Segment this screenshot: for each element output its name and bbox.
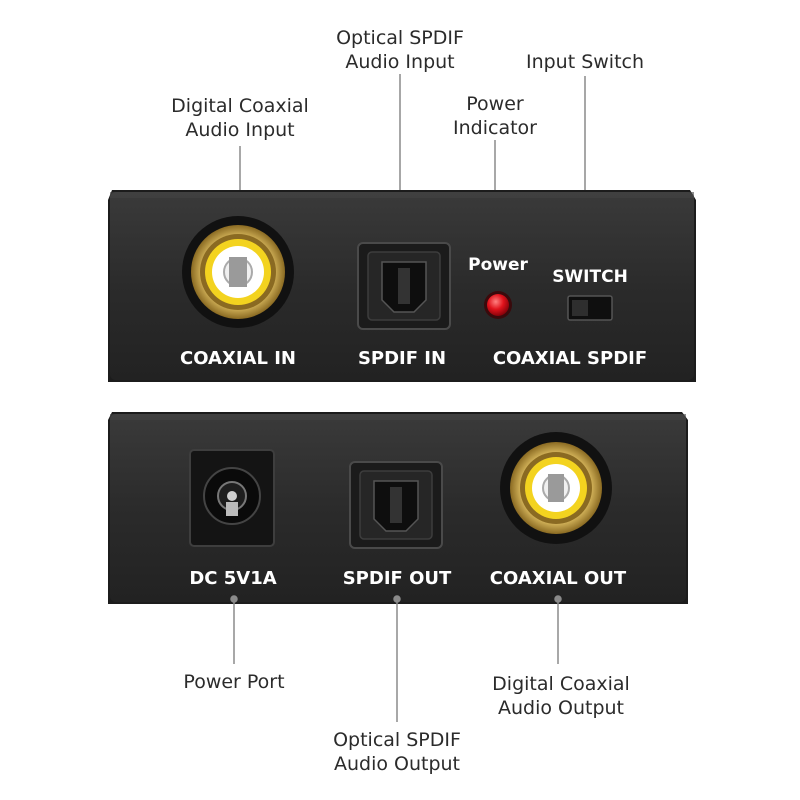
input-switch[interactable] — [567, 295, 613, 321]
switch-label: SWITCH — [552, 267, 628, 287]
callout-line: Digital Coaxial — [492, 673, 630, 695]
callout-line: Audio Input — [345, 51, 455, 73]
spdif-in-jack — [357, 242, 451, 330]
callout-power-indicator: Power Indicator — [415, 92, 575, 140]
callout-line: Power Port — [183, 671, 285, 693]
coaxial-out-label: COAXIAL OUT — [490, 568, 627, 589]
coaxial-out-jack — [500, 432, 612, 544]
coaxial-in-label: COAXIAL IN — [180, 348, 296, 369]
dc-power-jack — [189, 449, 275, 547]
callout-line: Power — [466, 93, 524, 115]
callout-digital-coaxial-input: Digital Coaxial Audio Input — [140, 94, 340, 142]
coaxial-in-jack — [182, 216, 294, 328]
callout-input-switch: Input Switch — [500, 50, 670, 74]
callout-line: Audio Output — [333, 753, 461, 775]
spdif-out-label: SPDIF OUT — [343, 568, 452, 589]
callout-line: Audio Output — [497, 697, 625, 719]
leader-lines-bottom — [230, 595, 562, 722]
front-panel: Power SWITCH COAXIAL IN SPDIF IN COAXIAL… — [108, 190, 696, 382]
back-panel: DC 5V1A SPDIF OUT COAXIAL OUT — [108, 412, 688, 604]
callout-optical-spdif-input: Optical SPDIF Audio Input — [300, 26, 500, 74]
power-led — [484, 291, 512, 319]
callout-line: Indicator — [453, 117, 537, 139]
dc-label: DC 5V1A — [189, 568, 276, 589]
callout-power-port: Power Port — [154, 670, 314, 694]
spdif-in-label: SPDIF IN — [358, 348, 446, 369]
callout-line: Optical SPDIF — [333, 729, 461, 751]
callout-line: Input Switch — [525, 51, 645, 73]
callout-line: Optical SPDIF — [336, 27, 464, 49]
coaxial-spdif-label: COAXIAL SPDIF — [493, 348, 647, 369]
callout-digital-coaxial-output: Digital Coaxial Audio Output — [456, 672, 666, 720]
callout-line: Audio Input — [185, 119, 295, 141]
callout-line: Digital Coaxial — [171, 95, 309, 117]
callout-optical-spdif-output: Optical SPDIF Audio Output — [292, 728, 502, 776]
spdif-out-jack — [349, 461, 443, 549]
power-label: Power — [468, 255, 528, 275]
